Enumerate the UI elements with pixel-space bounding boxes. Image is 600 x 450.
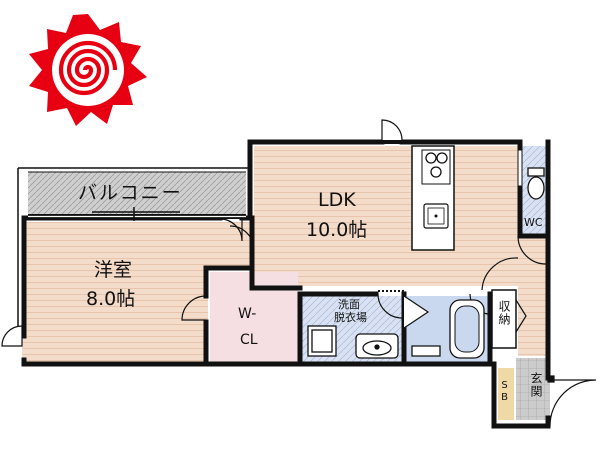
balcony-outline [17, 167, 248, 346]
shoe-box [498, 368, 514, 420]
door-swings [181, 218, 547, 333]
corridor-floor [518, 236, 546, 356]
balcony-label: バルコニー [78, 182, 183, 204]
wash-fixtures [307, 325, 441, 359]
kitchen [411, 145, 455, 251]
washroom-label-1: 洗面 [338, 298, 360, 311]
closet-label-1: W- [238, 306, 257, 322]
entrance-label: 玄関 [529, 372, 543, 398]
washroom-label-2: 脱衣場 [334, 311, 367, 324]
ldk-label: LDK [318, 189, 356, 211]
shoe-box-label: SB [499, 380, 510, 404]
balcony-floor [28, 172, 246, 214]
storage-box [491, 289, 517, 349]
toilet-label: WC [524, 216, 543, 229]
western-room-floor [22, 222, 208, 362]
hall-floor [208, 222, 252, 270]
western-room-label: 洋室 [94, 259, 133, 281]
ldk-size: 10.0帖 [306, 219, 368, 241]
ldk-floor [254, 146, 518, 286]
toilet-fixture [527, 167, 545, 200]
entrance-floor [516, 358, 550, 420]
closet-label-2: CL [240, 332, 258, 348]
entry-door [547, 375, 597, 427]
red-spiral-sun-logo [29, 14, 147, 126]
western-room-size: 8.0帖 [86, 288, 136, 310]
storage-label: 収納 [497, 300, 511, 326]
bathtub [449, 299, 485, 359]
